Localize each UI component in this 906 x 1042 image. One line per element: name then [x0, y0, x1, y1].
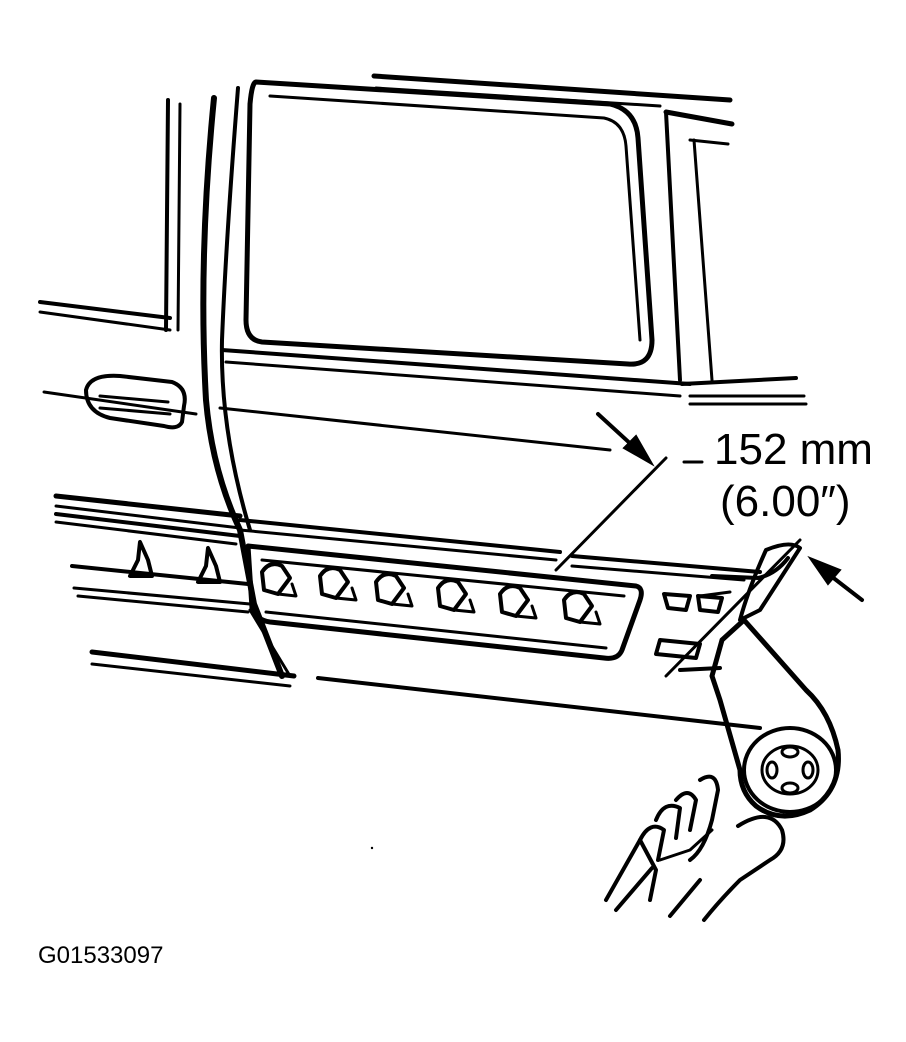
hand-icon: [604, 774, 786, 922]
door-handle-icon: [84, 373, 187, 430]
arrow-icon: [622, 434, 655, 467]
clip: [498, 584, 538, 620]
dimension-metric-label: 152 mm: [714, 425, 873, 474]
arrow-icon: [807, 555, 842, 586]
rear-door-window: [243, 79, 655, 367]
dimension-imperial-label: (6.00″): [720, 477, 851, 526]
c-pillar: [663, 109, 808, 406]
rocker-panel: [72, 586, 762, 730]
body-crease: [218, 406, 612, 452]
clip: [260, 562, 298, 598]
clip: [562, 590, 602, 626]
clip: [654, 592, 724, 660]
clip: [436, 578, 476, 614]
clip: [374, 572, 414, 608]
rear-door-front-edge: [200, 86, 292, 679]
dimension-leaders: [554, 412, 864, 678]
rear-quarter: [698, 556, 790, 598]
rear-door-belt: [220, 348, 692, 398]
lower-molding-strip: [53, 493, 762, 661]
b-pillar: [164, 98, 182, 332]
speck: [370, 846, 374, 850]
figure-id: G01533097: [38, 942, 164, 969]
molding-clips: [260, 562, 724, 660]
heat-gun-icon: [709, 542, 841, 819]
front-door-clips: [128, 540, 222, 584]
front-door-belt: [38, 300, 198, 416]
clip: [318, 566, 358, 602]
